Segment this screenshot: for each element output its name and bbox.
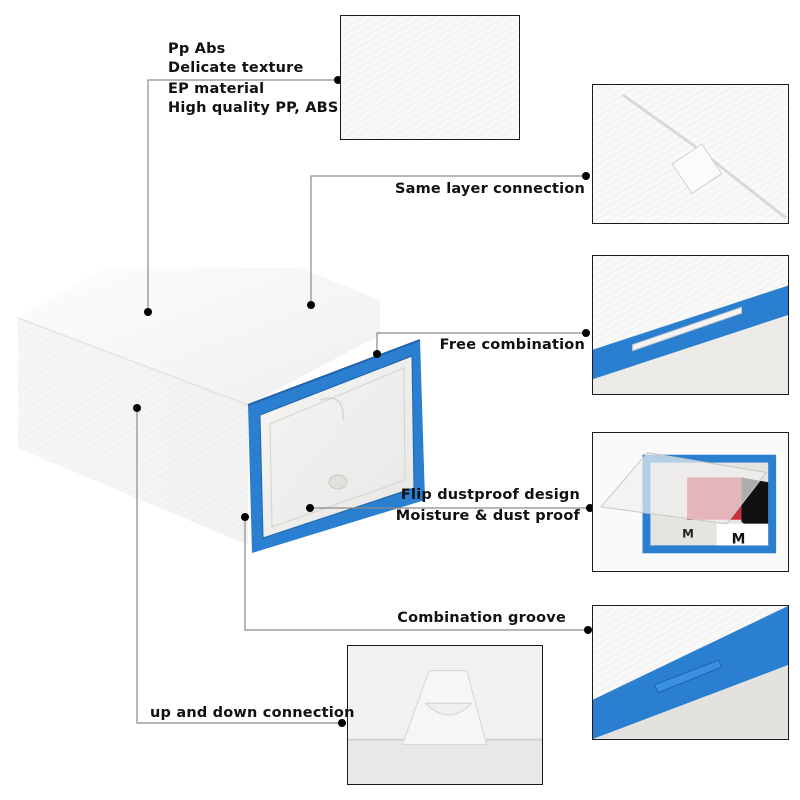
callout-line: Free combination: [439, 337, 585, 353]
leader-lines: [136, 79, 590, 724]
callout-line: Same layer connection: [394, 181, 585, 197]
detail-material-texture: [340, 15, 520, 140]
callout-up-down: up and down connection: [150, 704, 355, 723]
callout-material: Pp Abs Delicate texture EP material High…: [168, 40, 339, 118]
leader-dots: [133, 76, 594, 727]
detail-flip-door: M M: [592, 432, 789, 572]
detail-same-layer-connection: [592, 84, 789, 224]
callout-line: High quality PP, ABS: [168, 100, 339, 116]
callout-line: Pp Abs: [168, 41, 226, 57]
callout-line: Flip dustproof design: [400, 487, 580, 503]
callout-line: up and down connection: [150, 705, 355, 721]
shoe-box-letter: M: [732, 531, 746, 547]
detail-free-combination: [592, 255, 789, 395]
callout-same-layer: Same layer connection: [395, 180, 585, 199]
callout-line: Moisture & dust proof: [395, 508, 580, 524]
detail-up-down-connection: [347, 645, 543, 785]
callout-line: EP material: [168, 81, 265, 97]
main-shoe-box: [17, 268, 425, 553]
callout-groove: Combination groove: [397, 609, 566, 628]
callout-line: Combination groove: [397, 610, 566, 626]
shoe-box-letter: M: [682, 527, 694, 541]
callout-line: Delicate texture: [168, 60, 304, 76]
callout-flip-door: Flip dustproof design Moisture & dust pr…: [396, 486, 580, 526]
detail-combination-groove: [592, 605, 789, 740]
callout-free-combination: Free combination: [440, 336, 585, 355]
